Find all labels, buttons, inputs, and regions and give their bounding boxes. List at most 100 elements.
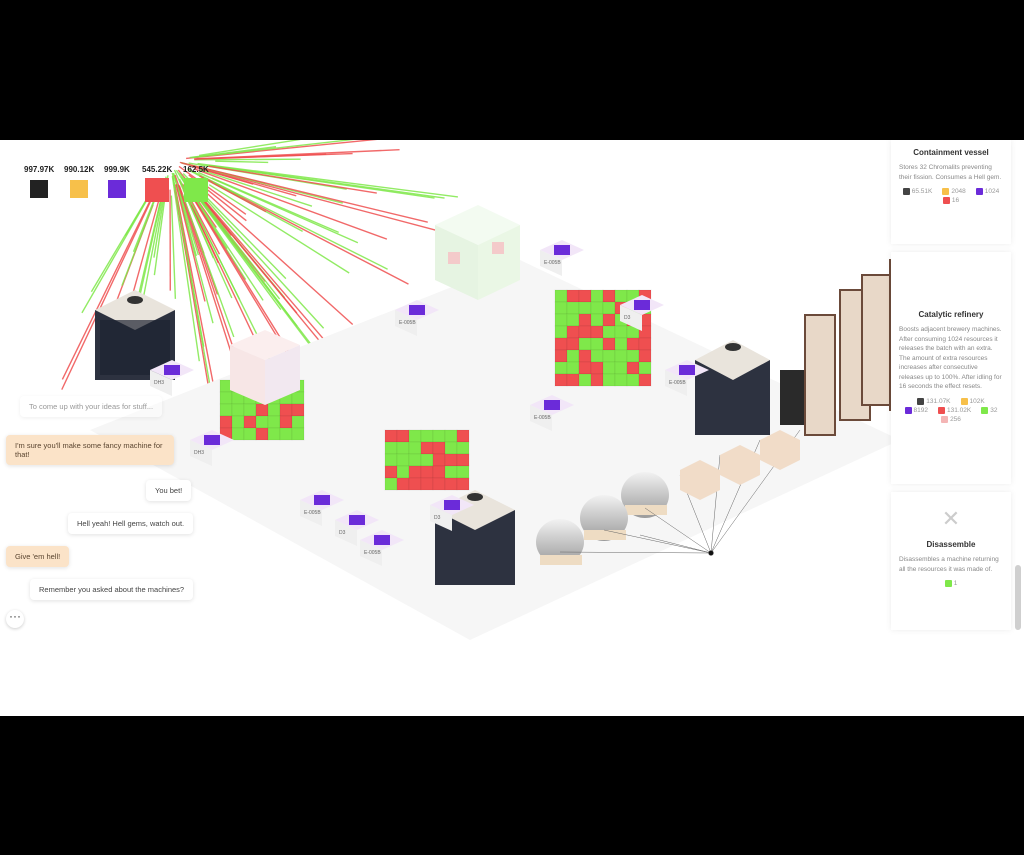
gem-cube [578,313,592,327]
particle-ray [204,190,354,326]
gem-cube [566,325,580,339]
panel-disassemble[interactable]: ✕ Disassemble Disassembles a machine ret… [891,492,1011,630]
panel-scrollbar[interactable] [1015,565,1021,630]
chat-message-user: Give 'em hell! [6,546,70,567]
gem-cube [420,453,434,467]
gem-cube [384,429,398,443]
gem-cube [444,477,458,491]
machine-side [300,500,322,526]
cost-value: 1024 [984,188,1000,195]
gem-cube [432,465,446,479]
gem-cube [456,453,470,467]
panel-costs: 1 [901,580,1001,587]
purple-cube-icon [904,406,912,414]
gem-cube [408,465,422,479]
resource-value: 990.12K [64,165,95,174]
particle-ray [181,194,235,338]
gem-cube [219,415,233,429]
reactor-machine[interactable] [95,290,175,380]
gem-cube [408,477,422,491]
machine-label: E-005B [544,260,561,266]
gem-cube [566,313,580,327]
gem-cube [267,403,281,417]
particle-ray [204,169,297,197]
gem-cube [602,373,616,387]
gem-cube [566,361,580,375]
gem-cube [614,289,628,303]
gem-cube [456,429,470,443]
gem-cube [602,301,616,315]
gem-cube [456,441,470,455]
particle-ray [181,162,448,234]
gem-cube [291,415,305,429]
gem-cube [578,337,592,351]
gem-cube [638,361,652,375]
machine-side [430,505,452,531]
gem-cube [384,477,398,491]
resource-value: 162.5K [183,165,209,174]
gem-cube [614,325,628,339]
cost-value: 8192 [913,406,928,414]
machine-side [665,370,687,396]
gem-cube [231,427,245,441]
cost-value: 1 [953,580,958,587]
gem-cube [602,361,616,375]
small-machines[interactable]: DH3DH3E-005BE-005BE-005BE-005BE-005BE-00… [150,240,709,566]
machine-side [395,310,417,336]
panel-catalytic-refinery[interactable]: Catalytic refinery Boosts adjacent brewe… [891,252,1011,484]
gem-cube [578,325,592,339]
machine-core [164,365,180,375]
machine-side [540,250,562,276]
cost-value: 102K [969,397,985,405]
yellow-cube-icon [70,180,89,198]
machine-label: E-005B [669,380,686,386]
gem-cube [554,301,568,315]
gem-cube [554,289,568,303]
pink-cube-icon [941,415,949,423]
gem-cube [279,415,293,429]
machine-core [544,400,560,410]
machine-side [530,405,552,431]
reactor-machine[interactable] [695,340,770,435]
gem-cube [420,465,434,479]
gem-cube [231,415,245,429]
gem-cube [590,337,604,351]
refinery-preview [891,252,1011,302]
gem-cube [554,361,568,375]
chat-message: Remember you asked about the machines? [30,579,194,600]
black-cube-icon [30,180,49,198]
gem-cube [614,337,628,351]
panel-title: Disassemble [926,540,976,549]
gem-cube [590,361,604,375]
particle-ray [199,175,267,213]
gem-cube [602,313,616,327]
cost-value: 131.02K [947,406,972,414]
gem-cube [384,465,398,479]
particle-ray [172,175,211,386]
black-cube-icon [902,188,910,195]
gem-cube [396,429,410,443]
gem-cube [444,441,458,455]
resource-value: 545.22K [142,165,173,174]
machine-side [360,540,382,566]
cost-value: 2048 [951,188,966,195]
resource-black: 997.97K [24,164,54,198]
gem-cube [279,403,293,417]
panel-description: Boosts adjacent brewery machines. After … [899,326,1002,390]
dome-machines[interactable] [536,472,669,565]
particle-ray [208,184,350,274]
more-options-button[interactable]: ··· [6,610,24,628]
panel-containment-vessel[interactable]: Containment vessel Stores 32 Chromalits … [891,140,1011,244]
gem-cube [231,403,245,417]
particle-ray [174,174,244,379]
gem-cube [638,349,652,363]
gem-cube [267,415,281,429]
resource-green: 162.5K [183,164,209,202]
factory-scene[interactable]: DH3DH3E-005BE-005BE-005BE-005BE-005BE-00… [0,140,1024,716]
resource-yellow: 990.12K [64,164,94,198]
gem-cube [243,427,257,441]
particle-ray [179,161,428,223]
gem-cube [444,453,458,467]
gem-cube [384,441,398,455]
